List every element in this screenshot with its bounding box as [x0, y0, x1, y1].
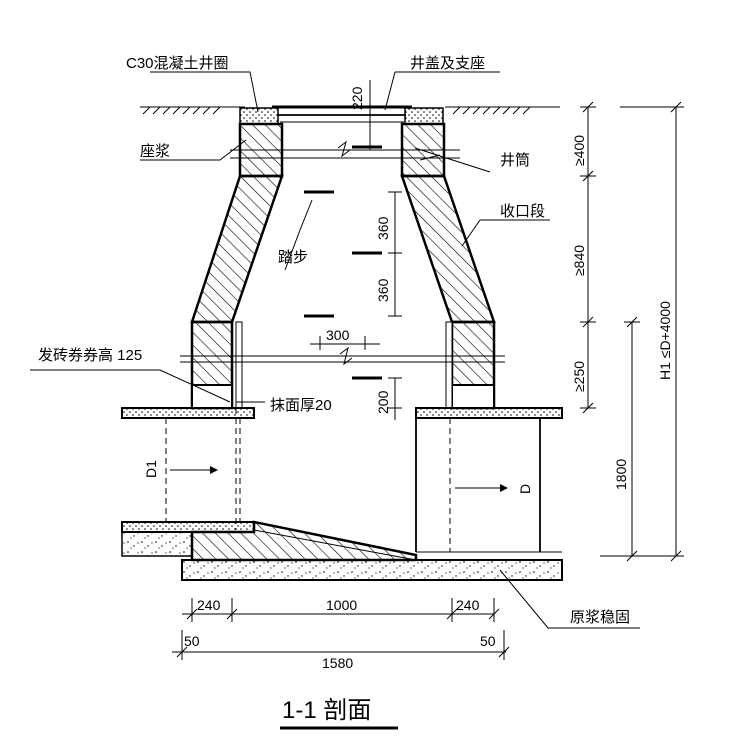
label-mortar-bed: 座浆: [140, 142, 170, 160]
label-d1: D1: [143, 460, 159, 478]
dim-w-240-left: 240: [197, 597, 221, 613]
dim-w-1580: 1580: [322, 655, 353, 671]
dim-w-1000: 1000: [326, 597, 357, 613]
section-title: 1-1 剖面: [282, 697, 371, 724]
vertical-dimensions: [310, 80, 684, 562]
leader-lines: [30, 71, 640, 629]
label-cover: 井盖及支座: [410, 55, 485, 72]
concrete-ring: [239, 107, 444, 125]
inlet-pipe: [121, 407, 255, 557]
horizontal-dimensions: [172, 598, 510, 660]
dim-h-400: ≥400: [571, 135, 587, 166]
base-slab: [181, 559, 563, 581]
dim-step-300: 300: [326, 327, 350, 343]
cone-wall: [190, 174, 496, 324]
dim-w-240-right: 240: [456, 597, 480, 613]
dim-w-50-right: 50: [480, 633, 496, 649]
chamber-wall: [190, 320, 496, 410]
dim-h-1800: 1800: [613, 459, 629, 490]
outlet-pipe: [415, 407, 563, 553]
dim-step-200: 200: [375, 390, 391, 414]
dim-step-360b: 360: [375, 278, 391, 302]
dim-cover-220: 220: [349, 86, 365, 110]
dim-h-total: H1 ≤D+4000: [657, 301, 673, 380]
label-plaster: 抹面厚20: [270, 397, 332, 414]
ground-line: [140, 106, 560, 115]
label-grout: 原浆稳固: [570, 608, 630, 626]
dim-step-360a: 360: [375, 216, 391, 240]
label-shaft: 井筒: [500, 152, 530, 169]
dim-h-250: ≥250: [571, 361, 587, 392]
dim-h-840: ≥840: [571, 245, 587, 276]
label-cone: 收口段: [500, 203, 545, 220]
label-arch: 发砖券券高 125: [38, 347, 142, 364]
manhole-cover: [272, 105, 412, 123]
label-d: D: [517, 484, 533, 494]
label-step: 踏步: [278, 249, 308, 266]
label-ring: C30混凝土井圈: [126, 55, 229, 72]
step-rungs: [304, 145, 382, 380]
dim-w-50-left: 50: [184, 633, 200, 649]
